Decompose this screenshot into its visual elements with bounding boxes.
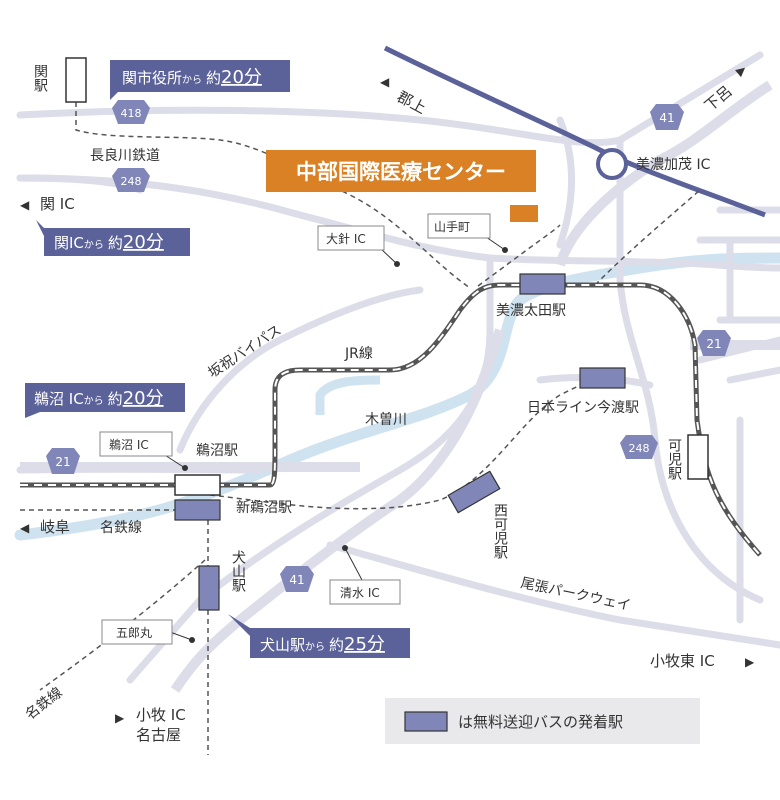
unuma-ic-box	[99, 431, 173, 457]
svg-text:21: 21	[706, 337, 721, 351]
jr-line-label: JR線	[344, 346, 373, 362]
route-shield-248-top: 248	[112, 168, 150, 192]
arrow-icon: ◀	[20, 521, 30, 535]
route-shield-21-right: 21	[697, 330, 731, 356]
svg-text:21: 21	[55, 455, 70, 469]
nishikani-station-marker[interactable]	[447, 470, 501, 514]
route-shield-418: 418	[112, 100, 150, 124]
unuma-station-marker	[174, 474, 221, 496]
kiso-river-label: 木曽川	[365, 412, 407, 428]
gifu-direction-label: 岐阜	[40, 518, 70, 536]
arrow-icon: ◀	[380, 75, 390, 89]
arrow-icon: ◀	[20, 198, 30, 212]
callout-seki-ic: 関ICから約20分	[36, 220, 190, 256]
minoota-station-label: 美濃太田駅	[496, 303, 566, 319]
nagoya-label: 名古屋	[136, 726, 181, 744]
kani-station-marker	[687, 434, 709, 480]
unuma-station-label: 鵜沼駅	[196, 443, 238, 459]
expressway	[383, 45, 766, 218]
callout-inuyama: 犬山駅から約25分	[228, 614, 410, 658]
national-route-41	[555, 80, 773, 267]
river	[315, 375, 381, 415]
legend-station-swatch	[404, 711, 448, 732]
shin-unuma-station-marker[interactable]	[174, 499, 221, 521]
sakahogi-bypass-label: 坂祝バイパス	[205, 322, 284, 381]
ohari-ic-box	[317, 225, 385, 251]
svg-text:248: 248	[121, 175, 142, 188]
seki-station-marker	[65, 57, 87, 103]
gorobamaru-box	[101, 619, 173, 645]
svg-text:41: 41	[659, 111, 674, 125]
unuma-ic-label: 鵜沼 IC	[109, 438, 149, 452]
komaki-ic-label: 小牧 IC	[136, 706, 186, 724]
meitetsu-line-label-left: 名鉄線	[100, 520, 142, 536]
hospital-marker[interactable]	[510, 205, 538, 222]
arrow-icon: ▶	[115, 711, 125, 725]
seki-ic-direction-label: 関 IC	[40, 195, 75, 213]
nihonrain-imawatari-label: 日本ライン今渡駅	[527, 400, 639, 416]
route-shield-21-left: 21	[46, 448, 80, 474]
legend-text: は無料送迎バスの発着駅	[458, 713, 623, 731]
kani-station-label: 可児駅	[666, 438, 682, 480]
nagaragawa-railway	[75, 102, 471, 289]
svg-text:41: 41	[289, 573, 304, 587]
komakihigashi-ic-label: 小牧東 IC	[650, 652, 715, 670]
route-shield-248-right: 248	[620, 435, 658, 459]
inuyama-station-label: 犬山駅	[230, 550, 246, 592]
minoota-station-marker[interactable]	[519, 273, 566, 295]
hospital-title: 中部国際医療センター	[296, 160, 506, 184]
route-shield-41-bottom: 41	[280, 566, 314, 592]
nagaragawa-railway	[477, 224, 561, 287]
gujo-label: 郡上	[394, 88, 429, 118]
nagaragawa-railway-label: 長良川鉄道	[90, 148, 160, 164]
nihonrain-imawatari-station-marker[interactable]	[579, 367, 626, 389]
hospital-title-banner[interactable]	[266, 150, 536, 192]
minokamo-ic-marker	[596, 148, 628, 180]
gorobamaru-label: 五郎丸	[116, 626, 152, 640]
yamatecho-box	[427, 213, 491, 239]
national-route-41	[170, 328, 505, 693]
leader-line	[344, 547, 363, 581]
shimizu-ic-label: 清水 IC	[340, 586, 380, 600]
leader-line	[169, 631, 193, 641]
callout-unuma-ic: 鵜沼 ICから約20分	[25, 383, 185, 418]
svg-text:418: 418	[121, 107, 142, 120]
inuyama-station-marker[interactable]	[198, 565, 220, 611]
route-shield-41-top: 41	[650, 104, 684, 130]
ohari-ic-label: 大針 IC	[326, 231, 366, 246]
yamatecho-label: 山手町	[434, 220, 470, 234]
shimizu-ic-box	[329, 579, 401, 605]
svg-text:248: 248	[629, 442, 650, 455]
arrow-icon: ▶	[745, 655, 755, 669]
nishikani-station-label: 西可児駅	[492, 503, 508, 559]
leader-line	[379, 247, 398, 265]
meitetsu-komaki-line	[39, 559, 206, 691]
seki-station-label: 関駅	[32, 64, 48, 92]
callout-seki-city: 関市役所から約20分	[110, 60, 290, 100]
meitetsu-line-label-bottom: 名鉄線	[23, 685, 66, 723]
minokamo-ic-label: 美濃加茂 IC	[636, 156, 711, 173]
shin-unuma-station-label: 新鵜沼駅	[236, 500, 292, 516]
